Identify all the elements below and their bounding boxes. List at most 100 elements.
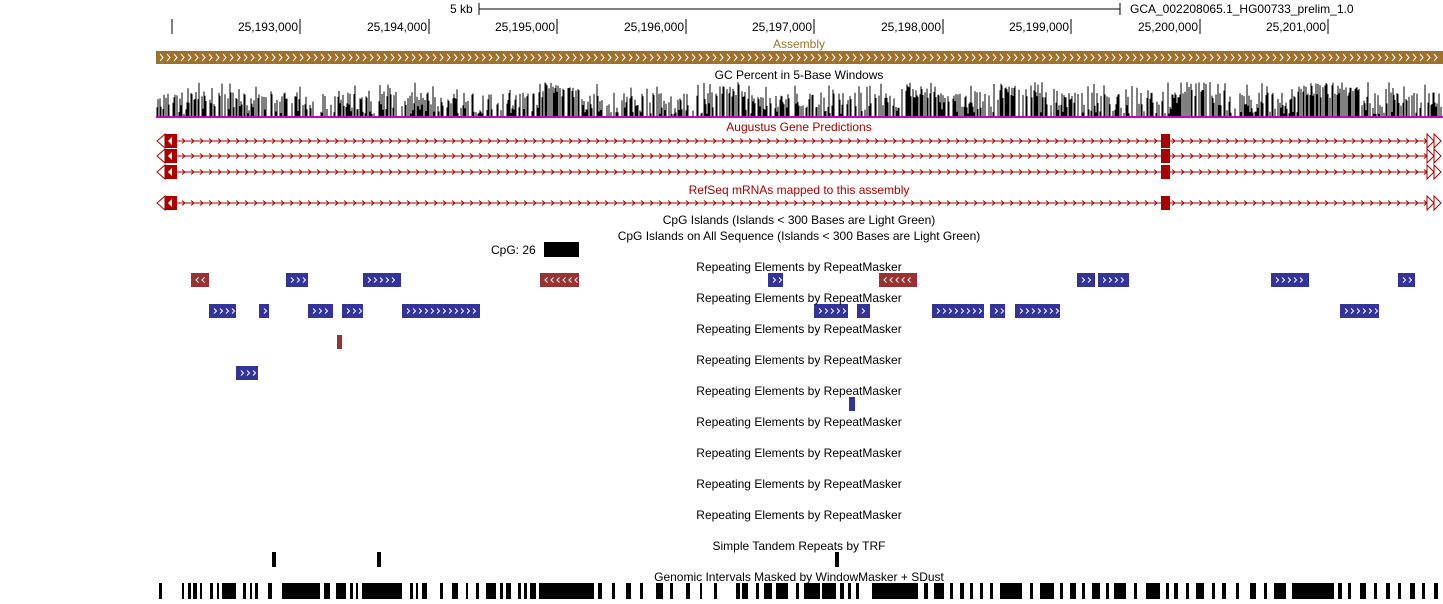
repeat-element xyxy=(236,366,258,380)
windowmasker-interval xyxy=(1250,583,1256,599)
track-title-repeatmasker[interactable]: Repeating Elements by RepeatMasker xyxy=(696,446,902,460)
track-title-gc-percent[interactable]: GC Percent in 5-Base Windows xyxy=(714,68,884,82)
windowmasker-interval xyxy=(422,583,427,599)
augustus-gene-exon xyxy=(1161,134,1170,148)
repeat-strand-chevrons xyxy=(1081,277,1092,283)
windowmasker-interval xyxy=(670,583,673,599)
refseq-gene-left-open-end xyxy=(156,194,166,212)
repeat-strand-chevrons xyxy=(1019,308,1060,314)
tandem-repeat xyxy=(835,552,839,567)
track-title-repeatmasker[interactable]: Repeating Elements by RepeatMasker xyxy=(696,508,902,522)
windowmasker-interval xyxy=(1040,583,1054,599)
windowmasker-interval xyxy=(856,583,859,599)
tandem-repeat xyxy=(377,552,381,567)
windowmasker-interval xyxy=(840,583,844,599)
windowmasker-interval xyxy=(960,583,964,599)
track-title-repeatmasker[interactable]: Repeating Elements by RepeatMasker xyxy=(696,291,902,305)
track-title-windowmasker[interactable]: Genomic Intervals Masked by WindowMasker… xyxy=(654,570,944,584)
cpg-feature-label[interactable]: CpG: 26 xyxy=(491,243,536,257)
windowmasker-interval xyxy=(736,583,740,599)
track-title-repeatmasker[interactable]: Repeating Elements by RepeatMasker xyxy=(696,353,902,367)
augustus-gene-left-open-end xyxy=(156,163,166,181)
repeat-element xyxy=(1398,273,1415,287)
windowmasker-interval xyxy=(1212,583,1215,599)
track-title-repeatmasker[interactable]: Repeating Elements by RepeatMasker xyxy=(696,260,902,274)
augustus-gene-strand-chevrons xyxy=(181,153,1428,159)
windowmasker-interval xyxy=(356,583,358,599)
windowmasker-interval xyxy=(255,583,258,599)
windowmasker-interval xyxy=(1274,583,1286,599)
windowmasker-interval xyxy=(210,583,213,599)
repeat-strand-chevrons xyxy=(290,277,307,283)
windowmasker-interval xyxy=(990,583,993,599)
scale-bar-label: 5 kb xyxy=(450,2,473,16)
track-title-repeatmasker[interactable]: Repeating Elements by RepeatMasker xyxy=(696,322,902,336)
track-title-repeatmasker[interactable]: Repeating Elements by RepeatMasker xyxy=(696,415,902,429)
windowmasker-interval xyxy=(1134,583,1137,599)
track-title-trf[interactable]: Simple Tandem Repeats by TRF xyxy=(712,539,886,553)
repeat-element xyxy=(879,273,917,287)
windowmasker-interval xyxy=(934,583,944,599)
windowmasker-interval xyxy=(1186,583,1189,599)
augustus-gene-strand-chevrons xyxy=(181,138,1428,144)
track-title-augustus[interactable]: Augustus Gene Predictions xyxy=(726,120,872,134)
windowmasker-interval xyxy=(822,583,836,599)
windowmasker-interval xyxy=(1070,583,1076,599)
augustus-gene-exon-arrow xyxy=(168,152,172,160)
track-title-cpg-islands[interactable]: CpG Islands (Islands < 300 Bases are Lig… xyxy=(662,213,936,227)
repeat-strand-chevrons xyxy=(1102,277,1125,283)
repeat-element xyxy=(1015,304,1060,318)
windowmasker-interval xyxy=(1092,583,1100,599)
windowmasker-interval xyxy=(1422,583,1425,599)
track-title-repeatmasker[interactable]: Repeating Elements by RepeatMasker xyxy=(696,477,902,491)
windowmasker-interval xyxy=(1114,583,1126,599)
augustus-gene-right-open-end xyxy=(1426,147,1435,165)
windowmasker-interval xyxy=(410,583,413,599)
ruler-tick-label: 25,200,000 xyxy=(1137,20,1198,34)
windowmasker-interval xyxy=(222,583,236,599)
track-title-assembly[interactable]: Assembly xyxy=(772,37,826,51)
windowmasker-interval xyxy=(626,583,631,599)
windowmasker-interval xyxy=(416,583,418,599)
windowmasker-interval xyxy=(970,583,973,599)
windowmasker-interval xyxy=(362,583,402,599)
windowmasker-interval xyxy=(159,583,162,599)
windowmasker-interval xyxy=(476,583,479,599)
track-title-refseq[interactable]: RefSeq mRNAs mapped to this assembly xyxy=(688,183,910,197)
repeat-element xyxy=(191,273,209,287)
repeat-strand-chevrons xyxy=(367,277,396,283)
repeat-element xyxy=(814,304,848,318)
windowmasker-interval xyxy=(1174,583,1178,599)
windowmasker-interval xyxy=(1360,583,1366,599)
windowmasker-interval xyxy=(796,583,799,599)
ruler-tick-label: 25,199,000 xyxy=(1008,20,1069,34)
windowmasker-interval xyxy=(1060,583,1063,599)
windowmasker-interval xyxy=(1338,583,1342,599)
windowmasker-interval xyxy=(524,583,527,599)
windowmasker-interval xyxy=(500,583,503,599)
refseq-gene-exon xyxy=(1161,196,1170,210)
track-title-repeatmasker[interactable]: Repeating Elements by RepeatMasker xyxy=(696,384,902,398)
windowmasker-interval xyxy=(1264,583,1267,599)
assembly-name-label: GCA_002208065.1_HG00733_prelim_1.0 xyxy=(1130,2,1354,16)
windowmasker-interval xyxy=(282,583,320,599)
repeat-element xyxy=(402,304,480,318)
windowmasker-interval xyxy=(924,583,928,599)
repeat-strand-chevrons xyxy=(240,370,257,376)
windowmasker-interval xyxy=(872,583,918,599)
track-title-cpg-all[interactable]: CpG Islands on All Sequence (Islands < 3… xyxy=(617,229,981,243)
assembly-strand-chevrons xyxy=(159,53,1438,62)
windowmasker-interval xyxy=(848,583,851,599)
repeat-strand-chevrons xyxy=(195,277,205,283)
windowmasker-interval xyxy=(188,583,191,599)
windowmasker-interval xyxy=(1410,583,1415,599)
refseq-gene-exon-arrow xyxy=(168,199,172,207)
windowmasker-interval xyxy=(1348,583,1351,599)
windowmasker-interval xyxy=(1374,583,1377,599)
repeat-strand-chevrons xyxy=(1344,308,1379,314)
augustus-gene-exon xyxy=(1161,149,1170,163)
windowmasker-interval xyxy=(1166,583,1169,599)
windowmasker-interval xyxy=(714,583,717,599)
